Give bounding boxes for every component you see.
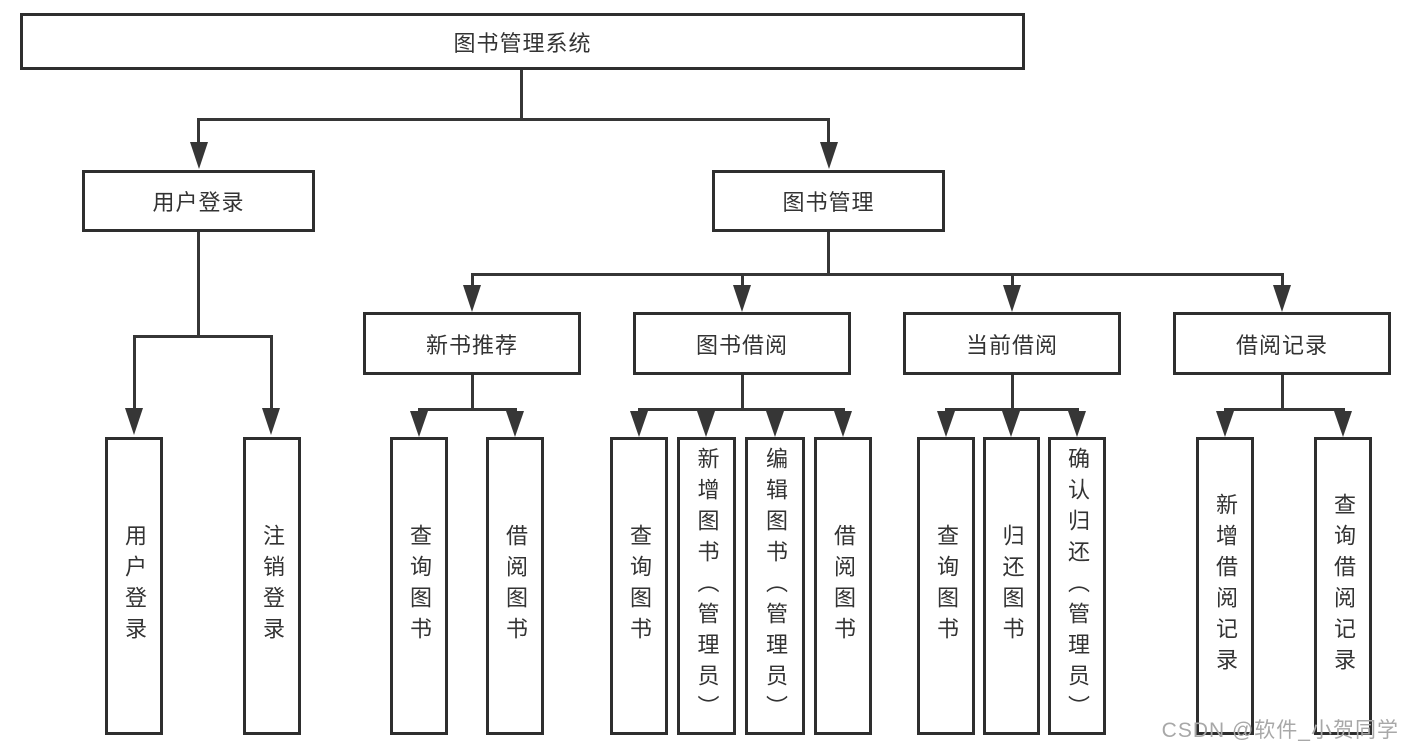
leaf-query-books-recommend-label: 查询图书: [407, 524, 432, 648]
leaf-add-borrow-record: 新增借阅记录: [1196, 437, 1254, 735]
connector-vline: [270, 335, 273, 408]
connector-hline: [418, 408, 517, 411]
connector-vline: [471, 375, 474, 411]
arrow-down-icon: [190, 142, 208, 169]
arrow-down-icon: [410, 411, 428, 437]
arrow-down-icon: [697, 411, 715, 437]
leaf-user-login-label: 用户登录: [122, 524, 147, 648]
leaf-user-login: 用户登录: [105, 437, 163, 735]
arrow-down-icon: [733, 285, 751, 312]
connector-vline: [827, 118, 830, 143]
connector-vline: [741, 276, 744, 285]
node-user-login: 用户登录: [82, 170, 315, 232]
node-new-book-recommend-label: 新书推荐: [425, 332, 518, 358]
arrow-down-icon: [1068, 411, 1086, 437]
connector-vline: [133, 335, 136, 408]
connector-vline: [471, 276, 474, 285]
leaf-confirm-return-admin-label: 确认归还（管理员）: [1065, 446, 1090, 726]
leaf-logout: 注销登录: [243, 437, 301, 735]
arrow-down-icon: [125, 408, 143, 435]
arrow-down-icon: [1002, 411, 1020, 437]
leaf-return-books: 归还图书: [983, 437, 1040, 735]
connector-vline: [827, 232, 830, 276]
connector-vline: [520, 70, 523, 121]
node-borrowing-records-label: 借阅记录: [1235, 332, 1328, 358]
arrow-down-icon: [766, 411, 784, 437]
arrow-down-icon: [1003, 285, 1021, 312]
leaf-query-books-borrowing: 查询图书: [610, 437, 668, 735]
arrow-down-icon: [820, 142, 838, 169]
arrow-down-icon: [630, 411, 648, 437]
leaf-add-books-admin: 新增图书（管理员）: [677, 437, 736, 735]
arrow-down-icon: [506, 411, 524, 437]
leaf-query-books-borrowing-label: 查询图书: [627, 524, 652, 648]
node-book-borrowing: 图书借阅: [633, 312, 851, 375]
connector-vline: [1011, 276, 1014, 285]
connector-hline: [133, 335, 273, 338]
node-root: 图书管理系统: [20, 13, 1025, 70]
arrow-down-icon: [463, 285, 481, 312]
leaf-query-books-current-label: 查询图书: [934, 524, 959, 648]
leaf-return-books-label: 归还图书: [999, 524, 1025, 648]
connector-vline: [1011, 375, 1014, 411]
node-book-management-label: 图书管理: [782, 190, 875, 215]
connector-hline: [1224, 408, 1345, 411]
leaf-query-borrow-record-label: 查询借阅记录: [1331, 493, 1356, 679]
connector-vline: [1281, 276, 1284, 285]
node-root-label: 图书管理系统: [453, 30, 592, 56]
connector-vline: [197, 232, 200, 338]
leaf-query-books-recommend: 查询图书: [390, 437, 448, 735]
leaf-add-borrow-record-label: 新增借阅记录: [1213, 493, 1238, 679]
node-borrowing-records: 借阅记录: [1173, 312, 1391, 375]
node-current-borrowing-label: 当前借阅: [965, 332, 1058, 358]
leaf-query-borrow-record: 查询借阅记录: [1314, 437, 1372, 735]
leaf-add-books-admin-label: 新增图书（管理员）: [694, 446, 720, 726]
node-book-management: 图书管理: [712, 170, 945, 232]
connector-hline: [197, 118, 830, 121]
connector-vline: [197, 118, 200, 143]
node-user-login-label: 用户登录: [152, 190, 245, 215]
connector-hline: [471, 273, 1284, 276]
leaf-logout-label: 注销登录: [260, 524, 285, 648]
connector-hline: [945, 408, 1079, 411]
leaf-borrow-books-recommend: 借阅图书: [486, 437, 544, 735]
node-current-borrowing: 当前借阅: [903, 312, 1121, 375]
arrow-down-icon: [1273, 285, 1291, 312]
arrow-down-icon: [834, 411, 852, 437]
csdn-watermark: CSDN @软件_小贺同学: [1161, 719, 1399, 742]
leaf-edit-books-admin: 编辑图书（管理员）: [745, 437, 805, 735]
leaf-borrow-books: 借阅图书: [814, 437, 872, 735]
arrow-down-icon: [1334, 411, 1352, 437]
leaf-borrow-books-recommend-label: 借阅图书: [503, 524, 528, 648]
arrow-down-icon: [937, 411, 955, 437]
leaf-borrow-books-label: 借阅图书: [831, 524, 856, 648]
leaf-confirm-return-admin: 确认归还（管理员）: [1048, 437, 1106, 735]
node-new-book-recommend: 新书推荐: [363, 312, 581, 375]
arrow-down-icon: [262, 408, 280, 435]
connector-vline: [1281, 375, 1284, 411]
leaf-query-books-current: 查询图书: [917, 437, 975, 735]
node-book-borrowing-label: 图书借阅: [695, 332, 788, 358]
connector-hline: [638, 408, 845, 411]
leaf-edit-books-admin-label: 编辑图书（管理员）: [763, 446, 788, 726]
arrow-down-icon: [1216, 411, 1234, 437]
connector-vline: [741, 375, 744, 411]
